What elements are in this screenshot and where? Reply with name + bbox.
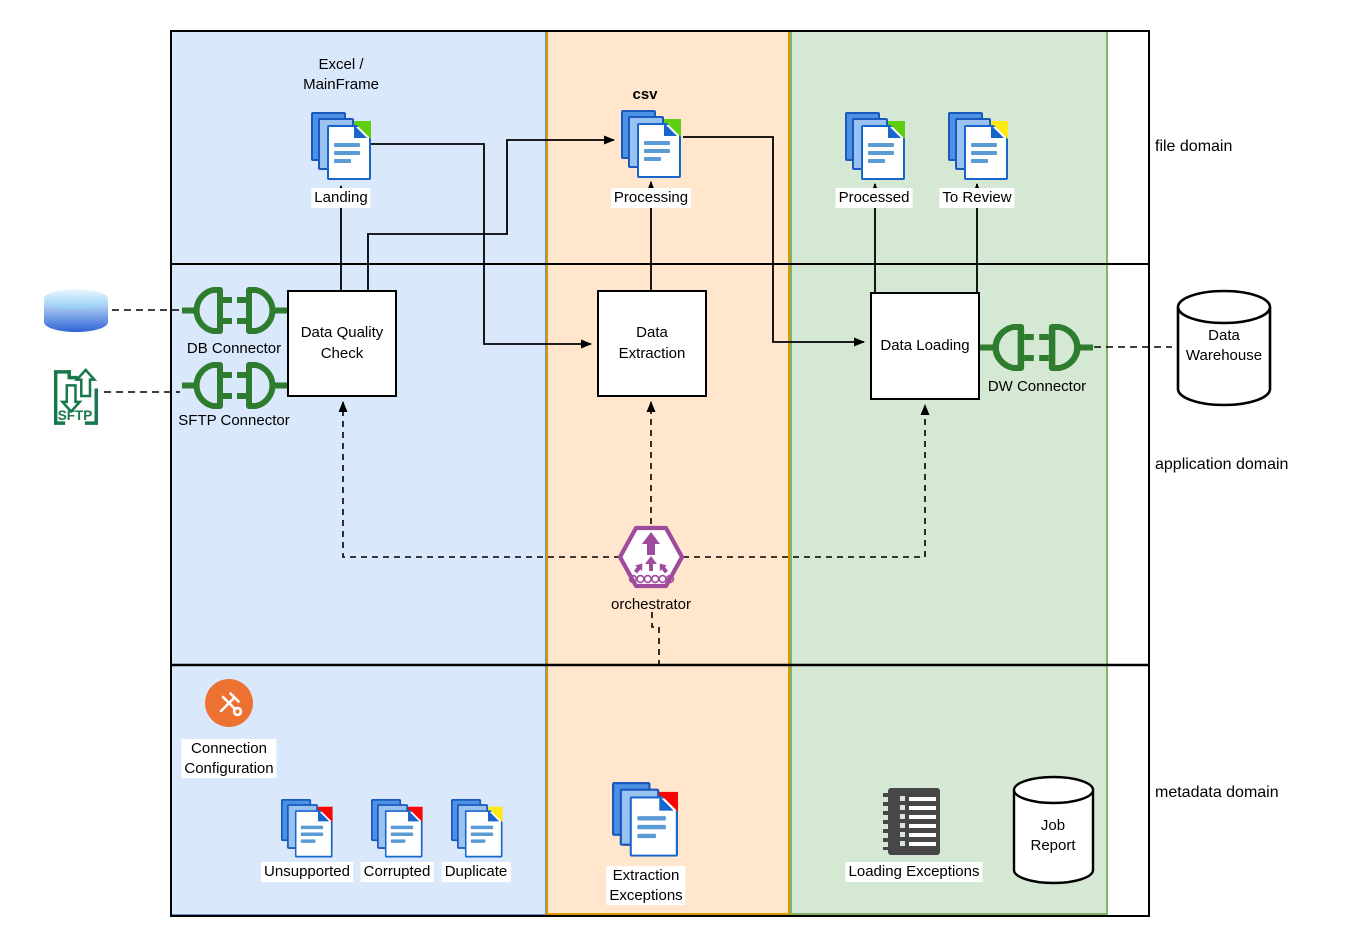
orchestrator-icon (617, 522, 685, 597)
folder-icon-unsupported (281, 799, 333, 858)
job-report-label: Job Report (1030, 817, 1076, 854)
processing-label: Processing (610, 188, 692, 208)
connection-configuration-icon (205, 679, 253, 727)
csv-tag: csv (632, 86, 658, 103)
folder-icon-duplicate (451, 799, 503, 858)
unsupported-label: Unsupported (261, 862, 353, 882)
folder-icon-to-review (948, 112, 1008, 180)
metadata-domain-label: metadata domain (1155, 784, 1279, 801)
folder-icon-landing (311, 112, 371, 180)
orchestrator-label: orchestrator (610, 596, 692, 613)
data-extraction-box: Data Extraction (597, 290, 707, 397)
sftp-source-icon: SFTP (46, 366, 104, 433)
dw-connector-icon (980, 320, 1093, 380)
extraction-exceptions-label: Extraction Exceptions (606, 866, 686, 905)
sftp-icon-text: SFTP (58, 408, 93, 423)
db-connector-label: DB Connector (186, 340, 282, 357)
processed-label: Processed (835, 188, 913, 208)
duplicate-label: Duplicate (441, 862, 511, 882)
connection-configuration-label: Connection Configuration (181, 739, 277, 778)
band-loading-zone (790, 30, 1108, 915)
loading-exceptions-label: Loading Exceptions (845, 862, 983, 882)
folder-icon-extraction-exceptions (612, 782, 678, 857)
loading-exceptions-icon (883, 788, 940, 855)
tools-icon (219, 692, 243, 717)
source-system-label: Excel / MainFrame (303, 56, 379, 93)
job-report-cylinder (1011, 774, 1096, 891)
data-warehouse-cylinder (1174, 288, 1274, 413)
folder-icon-processed (845, 112, 905, 180)
dw-connector-label: DW Connector (987, 378, 1087, 395)
sftp-connector-label: SFTP Connector (178, 412, 290, 429)
landing-label: Landing (311, 188, 371, 208)
data-quality-check-box: Data Quality Check (287, 290, 397, 397)
folder-icon-processing (621, 110, 681, 178)
file-domain-label: file domain (1155, 138, 1233, 155)
sftp-connector-icon (182, 358, 287, 418)
data-loading-box: Data Loading (870, 292, 980, 400)
data-warehouse-label: Data Warehouse (1185, 327, 1263, 364)
application-domain-label: application domain (1155, 456, 1289, 473)
database-cylinder-icon (42, 288, 110, 339)
to-review-label: To Review (939, 188, 1015, 208)
corrupted-label: Corrupted (360, 862, 434, 882)
db-connector-icon (182, 283, 287, 343)
folder-icon-corrupted (371, 799, 423, 858)
